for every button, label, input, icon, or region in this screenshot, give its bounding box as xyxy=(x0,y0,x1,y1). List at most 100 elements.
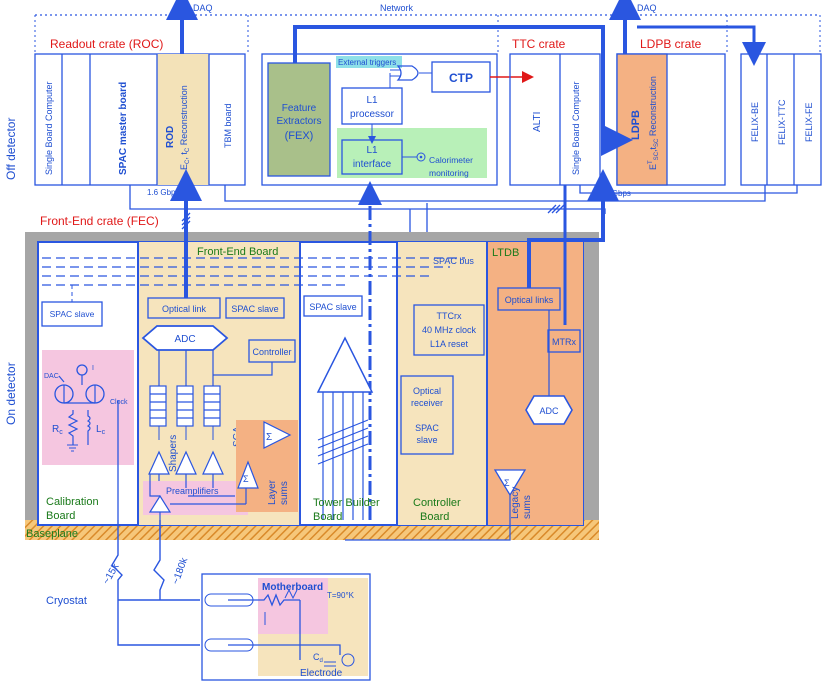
feb-adc-label: ADC xyxy=(174,334,195,345)
network-label: Network xyxy=(380,3,414,13)
cryostat-label: Cryostat xyxy=(46,595,87,607)
on-detector-label: On detector xyxy=(4,362,18,425)
rod-recon-label: EC, tC Reconstruction xyxy=(179,85,191,170)
or-gate-icon xyxy=(396,65,419,81)
l1-interface-label-2: interface xyxy=(353,159,392,170)
rc-label: Rc xyxy=(52,424,63,436)
roc-sbc-label: Single Board Computer xyxy=(44,81,54,175)
cryostat-cables xyxy=(111,520,200,646)
motherboard-bg xyxy=(258,578,328,634)
ldpb-label: LDPB xyxy=(630,110,642,140)
ttcrx-box xyxy=(413,304,485,356)
spac-slave-label-2: slave xyxy=(416,435,437,445)
feb-spac-label: SPAC slave xyxy=(231,304,278,314)
current-source-icon xyxy=(341,653,355,667)
capacitor-cd-icon xyxy=(324,661,336,667)
layer-sums-label-1: Layer xyxy=(267,479,278,505)
sigma-2-icon: Σ xyxy=(243,474,249,484)
mtrx-box xyxy=(547,329,581,353)
temp-label: T=90°K xyxy=(327,591,355,600)
calo-monitoring-label-1: Calorimeter xyxy=(429,155,473,165)
spac-slave-label-1: SPAC xyxy=(415,423,439,433)
ttc-crate xyxy=(509,53,601,186)
fex-label-3: (FEX) xyxy=(285,130,314,142)
tbb-spac-box xyxy=(303,295,363,317)
calib-name-1: Calibration xyxy=(46,496,99,508)
ctrl-name-1: Controller xyxy=(413,497,461,509)
tower-builder-triangle-icon xyxy=(316,336,374,393)
feb-spac-box xyxy=(225,297,285,319)
ttc-title: TTC crate xyxy=(512,37,566,51)
ltdb-adc-label: ADC xyxy=(539,406,559,416)
sca-stacks xyxy=(149,385,221,427)
spac-bus-lines xyxy=(42,257,465,286)
calib-spac-label: SPAC slave xyxy=(50,309,95,319)
calib-name-2: Board xyxy=(46,510,75,522)
feb-optical-label: Optical link xyxy=(162,304,207,314)
dac-label: DAC xyxy=(44,373,59,380)
tbm-label: TBM board xyxy=(223,103,233,148)
felix-crate xyxy=(740,53,822,186)
calo-monitoring-label-2: monitoring xyxy=(429,168,469,178)
fec-title: Front-End crate (FEC) xyxy=(40,214,159,228)
i-label: I xyxy=(92,365,94,372)
sigma-1-icon: Σ xyxy=(266,432,272,443)
fex-label-1: Feature xyxy=(282,103,317,114)
ltdb-adc-hexagon xyxy=(525,395,573,425)
l1-processor-label-1: L1 xyxy=(366,95,378,106)
daq-label-right: DAQ xyxy=(637,3,657,13)
legacy-label-1: Legacy xyxy=(510,487,521,519)
tbb-spac-label: SPAC slave xyxy=(309,302,356,312)
alti-label: ALTI xyxy=(532,112,543,132)
layer-sum-2-icon xyxy=(237,460,259,489)
ext-triggers-bg xyxy=(336,56,402,68)
cable-connector-1 xyxy=(204,593,254,607)
baseplane-label: Baseplane xyxy=(26,528,78,540)
legacy-sum-icon xyxy=(493,469,527,497)
ctp-label: CTP xyxy=(449,71,473,85)
clock-label: Clock xyxy=(110,399,128,406)
sigma-legacy-icon: Σ xyxy=(504,478,510,488)
lc-label: Lc xyxy=(96,424,106,436)
opt-label-2: receiver xyxy=(411,398,443,408)
ldpb-recon-label: ETSC,tSC Reconstruction xyxy=(648,76,660,170)
opt-label-1: Optical xyxy=(413,386,441,396)
monitoring-connector-icon xyxy=(416,152,426,162)
tbb-name-1: Tower Builder xyxy=(313,497,380,509)
feb-adc-hexagon xyxy=(141,325,229,351)
calib-pink-bg xyxy=(42,350,134,465)
cable-connector-2 xyxy=(204,638,254,652)
fex-label-2: Extractors xyxy=(276,116,321,127)
rod-fill xyxy=(157,54,209,185)
l1-interface-label-1: L1 xyxy=(366,145,378,156)
felix-bus-line xyxy=(579,185,798,194)
feb-controller-label: Controller xyxy=(252,347,291,357)
shaper-triangles xyxy=(148,450,224,475)
ctrl-name-2: Board xyxy=(420,511,449,523)
layer-sums-label-2: sums xyxy=(279,481,290,505)
shapers-label: Shapers xyxy=(168,435,179,472)
electrode-label: Electrode xyxy=(300,668,343,679)
ltdb-title: LTDB xyxy=(492,247,519,259)
ext-triggers-label: External triggers xyxy=(338,58,396,67)
controller-fill xyxy=(397,242,487,525)
ldpb-fill xyxy=(616,53,668,186)
cd-label: Cd xyxy=(313,652,323,664)
feb-title: Front-End Board xyxy=(197,246,278,258)
felix-be-label: FELIX-BE xyxy=(750,102,760,142)
legacy-label-2: sums xyxy=(522,495,533,519)
l1-processor-label-2: processor xyxy=(350,109,395,120)
mtrx-label: MTRx xyxy=(552,337,576,347)
felix-fe-label: FELIX-FE xyxy=(804,102,814,142)
cryostat-box xyxy=(201,573,371,681)
l1-interface-bg xyxy=(337,128,487,178)
motherboard-label: Motherboard xyxy=(262,582,323,593)
optical-receiver-box xyxy=(400,375,454,455)
roc-title: Readout crate (ROC) xyxy=(50,37,163,51)
fex-box xyxy=(267,62,331,177)
resistor-rc-icon xyxy=(67,410,79,445)
ttcrx-label-1: TTCrx xyxy=(437,311,462,321)
ldpb-title: LDPB crate xyxy=(640,37,702,51)
ldpb-felix-link xyxy=(637,25,766,66)
